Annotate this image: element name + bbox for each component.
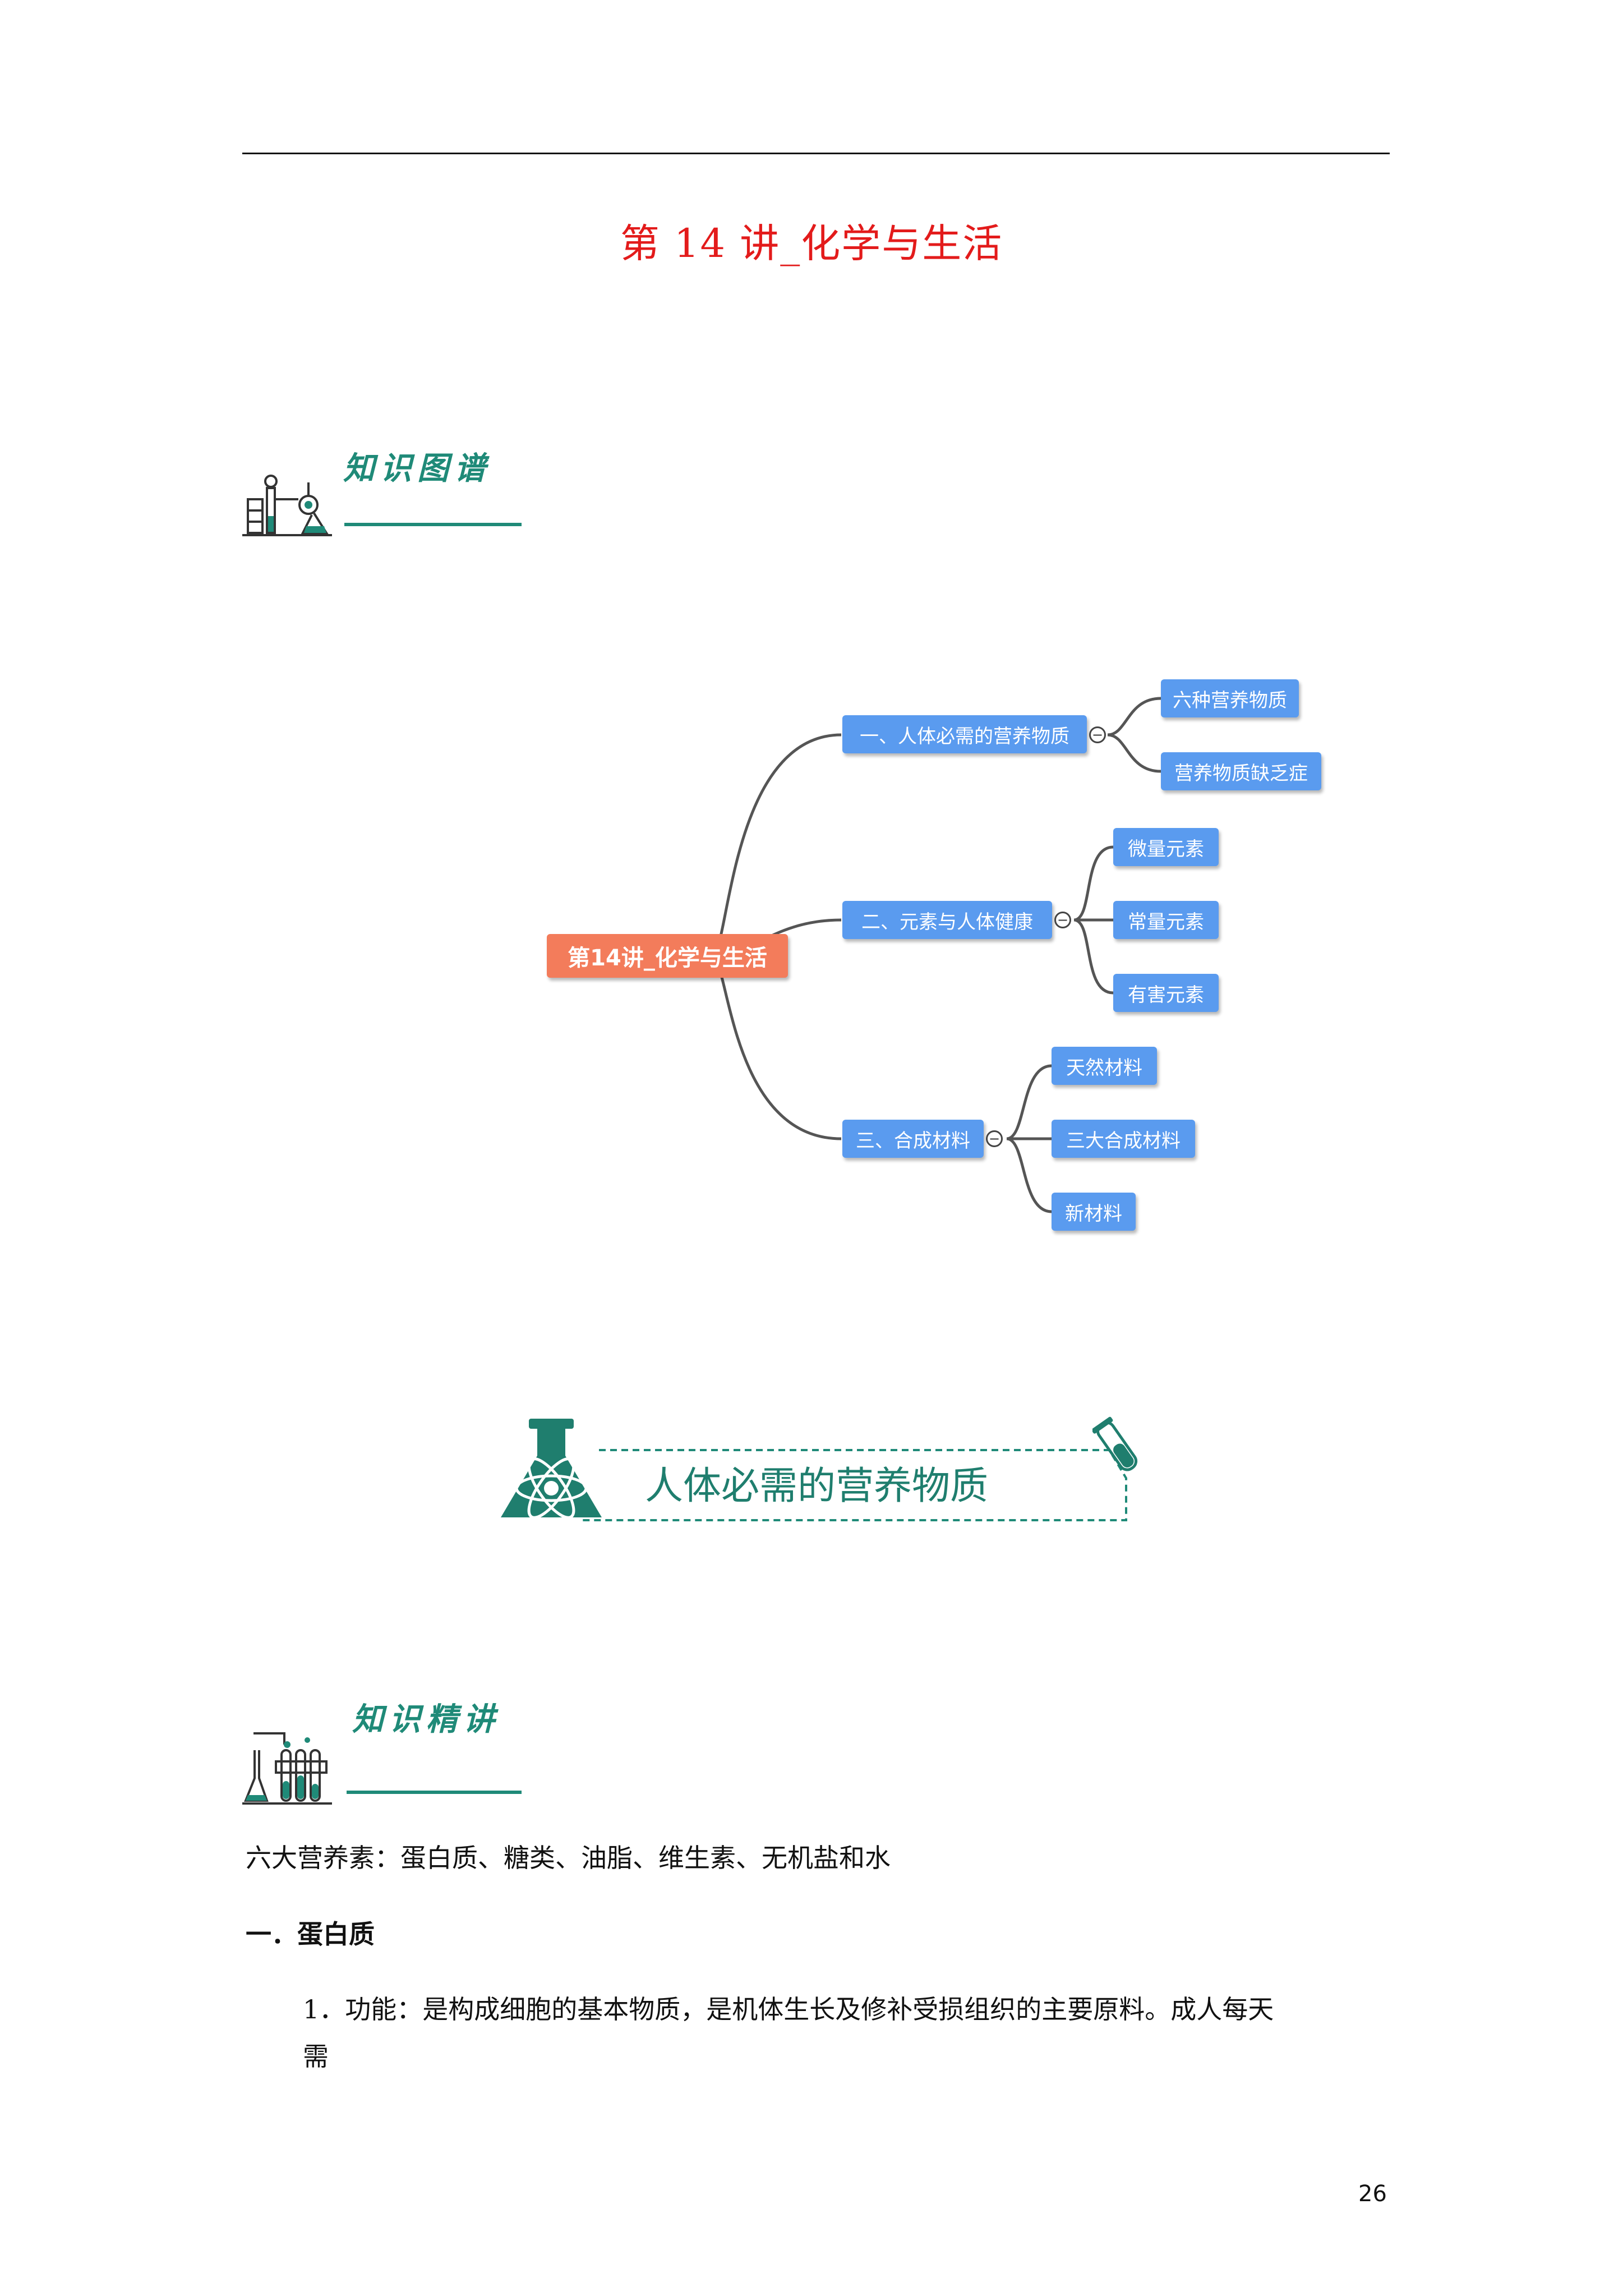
collapse-toggle[interactable]: − [986, 1130, 1003, 1147]
intro-paragraph: 六大营养素：蛋白质、糖类、油脂、维生素、无机盐和水 [246, 1843, 891, 1873]
leaf-deficiency: 营养物质缺乏症 [1161, 752, 1321, 790]
section-underline [347, 1791, 522, 1794]
flask-atom-icon [501, 1419, 602, 1519]
leaf-new-materials: 新材料 [1052, 1193, 1136, 1231]
leaf-trace-elements: 微量元素 [1113, 828, 1219, 866]
paragraph-line: 需 [303, 2041, 329, 2072]
mind-map-root: 第14讲_化学与生活 [547, 934, 788, 978]
section-label: 知识图谱 [343, 450, 491, 487]
mind-map-connectors [711, 697, 1161, 1213]
header-rule [242, 153, 1390, 154]
collapse-toggle[interactable]: − [1054, 912, 1071, 928]
leaf-harmful-elements: 有害元素 [1113, 974, 1219, 1012]
section-label: 知识精讲 [352, 1701, 500, 1738]
leaf-major-elements: 常量元素 [1113, 901, 1219, 939]
banner-title: 人体必需的营养物质 [645, 1464, 989, 1508]
branch-materials: 三、合成材料 [842, 1120, 984, 1158]
paragraph-line: 1．功能：是构成细胞的基本物质，是机体生长及修补受损组织的主要原料。成人每天 [303, 1994, 1274, 2024]
leaf-synthetic-materials: 三大合成材料 [1052, 1120, 1195, 1158]
section-lecture-header: 知识精讲 [242, 1694, 534, 1805]
lab-equipment-icon [242, 475, 332, 536]
branch-nutrients: 一、人体必需的营养物质 [842, 715, 1087, 753]
banner-frame [582, 1449, 1127, 1521]
section-underline [344, 523, 522, 526]
topic-banner: 人体必需的营养物质 [498, 1416, 1143, 1523]
page-number: 26 [1358, 2181, 1387, 2207]
mind-map: 第14讲_化学与生活 一、人体必需的营养物质 − 二、元素与人体健康 − 三、合… [547, 679, 1321, 1231]
test-tube-rack-icon [242, 1732, 332, 1805]
page-title: 第 14 讲_化学与生活 [620, 220, 1003, 266]
leaf-natural-materials: 天然材料 [1052, 1047, 1157, 1085]
leaf-six-nutrients: 六种营养物质 [1161, 679, 1299, 717]
test-tube-icon [1092, 1416, 1138, 1471]
section-heading: 一．蛋白质 [246, 1919, 375, 1949]
section-map-header: 知识图谱 [242, 443, 534, 544]
collapse-toggle[interactable]: − [1089, 726, 1106, 743]
branch-elements: 二、元素与人体健康 [842, 901, 1052, 939]
